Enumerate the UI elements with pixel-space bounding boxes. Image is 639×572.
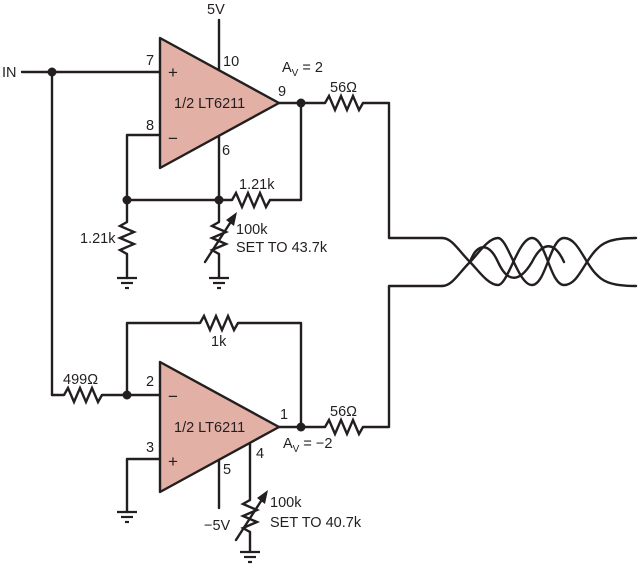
top-pin-plus: 7 [146,53,154,69]
rset-top-value: 100k [236,222,268,238]
r-gnd-top [116,220,138,256]
rset-top-arrow-line [203,218,234,264]
r-fb-top [230,189,272,211]
top-amplifier: + − 1/2 LT6211 [158,36,281,170]
rset-bottom-arrow-head [257,490,268,504]
bottom-pin-vee: 5 [223,462,231,478]
bottom-amplifier: − + 1/2 LT6211 [158,360,281,494]
top-pin-out: 9 [278,84,286,100]
bottom-line-wire [361,284,444,429]
rset-top-arrow-head [226,212,237,226]
bottom-pin-out: 1 [280,407,288,423]
top-pin-minus: 8 [146,118,154,134]
bottom-fb-wire-left [125,321,202,397]
top-plus-sign: + [168,63,178,82]
ground-symbol-3 [117,510,137,524]
r-out-top-label: 56Ω [330,80,357,96]
vplus-label: 5V [207,2,225,18]
top-fb-wire-right [268,101,303,202]
bottom-pin-plus: 3 [146,440,154,456]
twisted-pair-cable [440,236,638,288]
top-line-wire [361,101,444,240]
ground-symbol-4 [240,550,260,564]
top-amp-name: 1/2 LT6211 [174,96,245,112]
top-vee-junction [214,195,224,205]
top-pin-vee: 6 [222,143,230,159]
r-gnd-top-label: 1.21k [80,231,116,247]
input-label: IN [2,65,17,81]
r-fb-top-label: 1.21k [239,177,275,193]
bottom-amp-name: 1/2 LT6211 [174,420,245,436]
gain-top-label: AV = 2 [282,60,323,79]
rset-bottom-value: 100k [270,495,302,511]
bottom-plus-sign: + [168,452,178,471]
bottom-pin-set: 4 [256,446,264,462]
r-fb-bottom-label: 1k [211,334,227,350]
bottom-minus-sign: − [168,387,178,406]
r-out-bottom-label: 56Ω [330,404,357,420]
r-out-top [323,92,365,114]
top-minus-sign: − [168,129,178,148]
vminus-label: −5V [204,518,231,534]
r-fb-bottom [198,312,240,334]
gain-bottom-label: AV = −2 [283,436,332,455]
rset-bottom-note: SET TO 40.7k [270,515,362,531]
rset-top-note: SET TO 43.7k [236,240,328,256]
r-in-bottom-label: 499Ω [63,372,98,388]
r-in-bottom [62,384,104,406]
bottom-pin-minus: 2 [146,374,154,390]
r-out-bottom [323,416,365,438]
top-minus-wire [125,133,162,202]
top-pin-vcc: 10 [223,54,239,70]
bottom-fb-wire-right [236,321,303,429]
rset-bottom-arrow-line [234,496,265,542]
ground-symbol-1 [117,276,137,290]
bottom-out-junction [296,422,306,432]
bottom-plus-wire [125,457,162,514]
ground-symbol-2 [209,276,229,290]
top-out-junction [296,98,306,108]
